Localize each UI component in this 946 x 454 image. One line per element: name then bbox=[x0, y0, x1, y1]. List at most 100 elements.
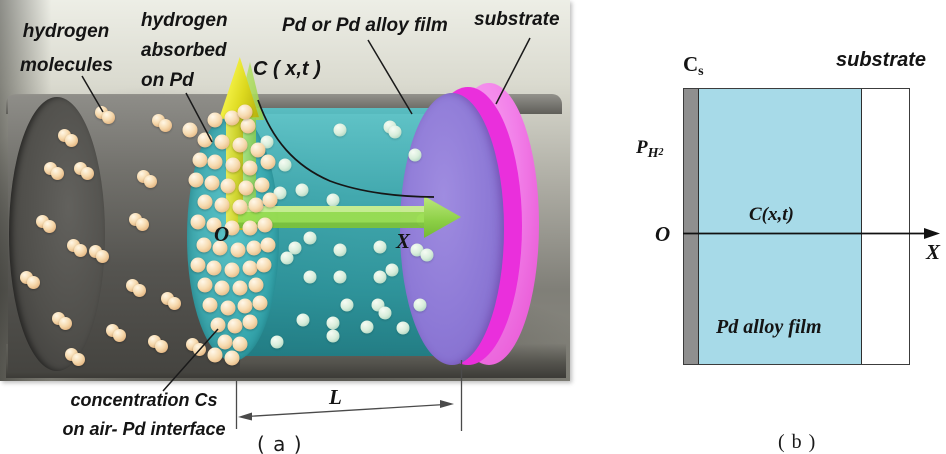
atom-absorbed bbox=[197, 277, 213, 293]
atom-absorbed bbox=[238, 180, 254, 196]
atom-absorbed bbox=[207, 347, 223, 363]
atom-absorbed bbox=[248, 197, 264, 213]
atom-diffusing bbox=[420, 248, 434, 262]
atom-diffusing bbox=[296, 313, 310, 327]
interface-layer-strip bbox=[684, 89, 699, 364]
atom-absorbed bbox=[206, 217, 222, 233]
atom-absorbed bbox=[254, 177, 270, 193]
atom-diffusing bbox=[326, 193, 340, 207]
atom-diffusing bbox=[388, 125, 402, 139]
atom-absorbed bbox=[237, 104, 253, 120]
atom-diffusing bbox=[295, 183, 309, 197]
atom-absorbed bbox=[207, 154, 223, 170]
atom-diffusing bbox=[410, 243, 424, 257]
atom-diffusing bbox=[280, 251, 294, 265]
atom-diffusing bbox=[278, 158, 292, 172]
gas-cylinder-opening bbox=[9, 97, 105, 371]
atom-absorbed bbox=[237, 298, 253, 314]
atom-absorbed bbox=[242, 314, 258, 330]
surface-concentration-label: Cs bbox=[683, 52, 704, 79]
concentration-profile-label-b: C(x,t) bbox=[749, 204, 794, 225]
hydrogen-absorbed-label: hydrogen absorbed on Pd bbox=[141, 10, 228, 91]
pd-film-label: Pd or Pd alloy film bbox=[282, 15, 448, 36]
atom-absorbed bbox=[214, 134, 230, 150]
atom-absorbed bbox=[232, 137, 248, 153]
atom-diffusing bbox=[385, 263, 399, 277]
atom-absorbed bbox=[217, 334, 233, 350]
film-end-face bbox=[400, 93, 504, 365]
atom-absorbed bbox=[214, 197, 230, 213]
atom-diffusing bbox=[396, 321, 410, 335]
atom-diffusing bbox=[378, 306, 392, 320]
x-axis-label-a: X bbox=[396, 229, 411, 253]
atom-absorbed bbox=[262, 192, 278, 208]
atom-diffusing bbox=[413, 298, 427, 312]
atom-absorbed bbox=[230, 242, 246, 258]
atom-absorbed bbox=[196, 237, 212, 253]
atom-absorbed bbox=[232, 280, 248, 296]
atom-diffusing bbox=[326, 329, 340, 343]
dimension-arrow-right-icon bbox=[440, 400, 454, 408]
hydrogen-pressure-label: PH2 bbox=[636, 137, 664, 161]
atom-absorbed bbox=[224, 110, 240, 126]
panel-a-3d-diagram: hydrogen molecules hydrogen absorbed on … bbox=[0, 0, 570, 381]
atom-absorbed bbox=[214, 280, 230, 296]
atom-absorbed bbox=[220, 178, 236, 194]
dimension-line bbox=[244, 403, 448, 418]
atom-absorbed bbox=[192, 152, 208, 168]
atom-absorbed bbox=[248, 277, 264, 293]
atom-diffusing bbox=[373, 240, 387, 254]
panel-b-caption: ( b ) bbox=[778, 431, 817, 453]
atom-absorbed bbox=[206, 260, 222, 276]
atom-diffusing bbox=[360, 320, 374, 334]
atom-absorbed bbox=[256, 257, 272, 273]
interface-concentration-label: concentration Cs on air- Pd interface bbox=[62, 390, 226, 439]
substrate-label-a: substrate bbox=[474, 9, 560, 30]
pd-alloy-film-label: Pd alloy film bbox=[716, 316, 822, 338]
atom-absorbed bbox=[197, 194, 213, 210]
atom-absorbed bbox=[182, 122, 198, 138]
atom-absorbed bbox=[204, 175, 220, 191]
origin-label-a: O bbox=[214, 222, 230, 246]
substrate-label-b: substrate bbox=[836, 49, 927, 71]
x-axis-arrowhead-b-icon bbox=[924, 228, 940, 239]
film-thickness-label: L bbox=[329, 385, 342, 409]
atom-absorbed bbox=[197, 132, 213, 148]
atom-absorbed bbox=[242, 160, 258, 176]
atom-absorbed bbox=[188, 172, 204, 188]
atom-absorbed bbox=[260, 154, 276, 170]
atom-absorbed bbox=[227, 318, 243, 334]
atom-diffusing bbox=[333, 270, 347, 284]
concentration-axis-label-a: C ( x,t ) bbox=[253, 58, 321, 80]
hydrogen-molecules-label: hydrogen molecules bbox=[20, 21, 113, 76]
atom-absorbed bbox=[190, 214, 206, 230]
atom-diffusing bbox=[333, 123, 347, 137]
origin-label-b: O bbox=[655, 222, 671, 246]
atom-absorbed bbox=[242, 260, 258, 276]
atom-absorbed bbox=[224, 350, 240, 366]
atom-absorbed bbox=[232, 199, 248, 215]
atom-absorbed bbox=[225, 157, 241, 173]
atom-absorbed bbox=[260, 237, 276, 253]
atom-absorbed bbox=[242, 220, 258, 236]
atom-absorbed bbox=[210, 317, 226, 333]
atom-diffusing bbox=[333, 243, 347, 257]
atom-absorbed bbox=[232, 336, 248, 352]
pd-alloy-film-region bbox=[699, 89, 862, 364]
atom-diffusing bbox=[303, 270, 317, 284]
x-axis-label-b: X bbox=[926, 240, 941, 264]
panel-a-caption: ( a ) bbox=[257, 432, 303, 454]
atom-absorbed bbox=[190, 257, 206, 273]
atom-absorbed bbox=[246, 240, 262, 256]
atom-diffusing bbox=[373, 270, 387, 284]
panel-b-schematic bbox=[683, 88, 910, 365]
atom-diffusing bbox=[408, 148, 422, 162]
atom-absorbed bbox=[207, 112, 223, 128]
atom-absorbed bbox=[212, 240, 228, 256]
atom-absorbed bbox=[202, 297, 218, 313]
atom-diffusing bbox=[288, 241, 302, 255]
atom-absorbed bbox=[257, 217, 273, 233]
atom-diffusing bbox=[270, 335, 284, 349]
atom-absorbed bbox=[220, 300, 236, 316]
